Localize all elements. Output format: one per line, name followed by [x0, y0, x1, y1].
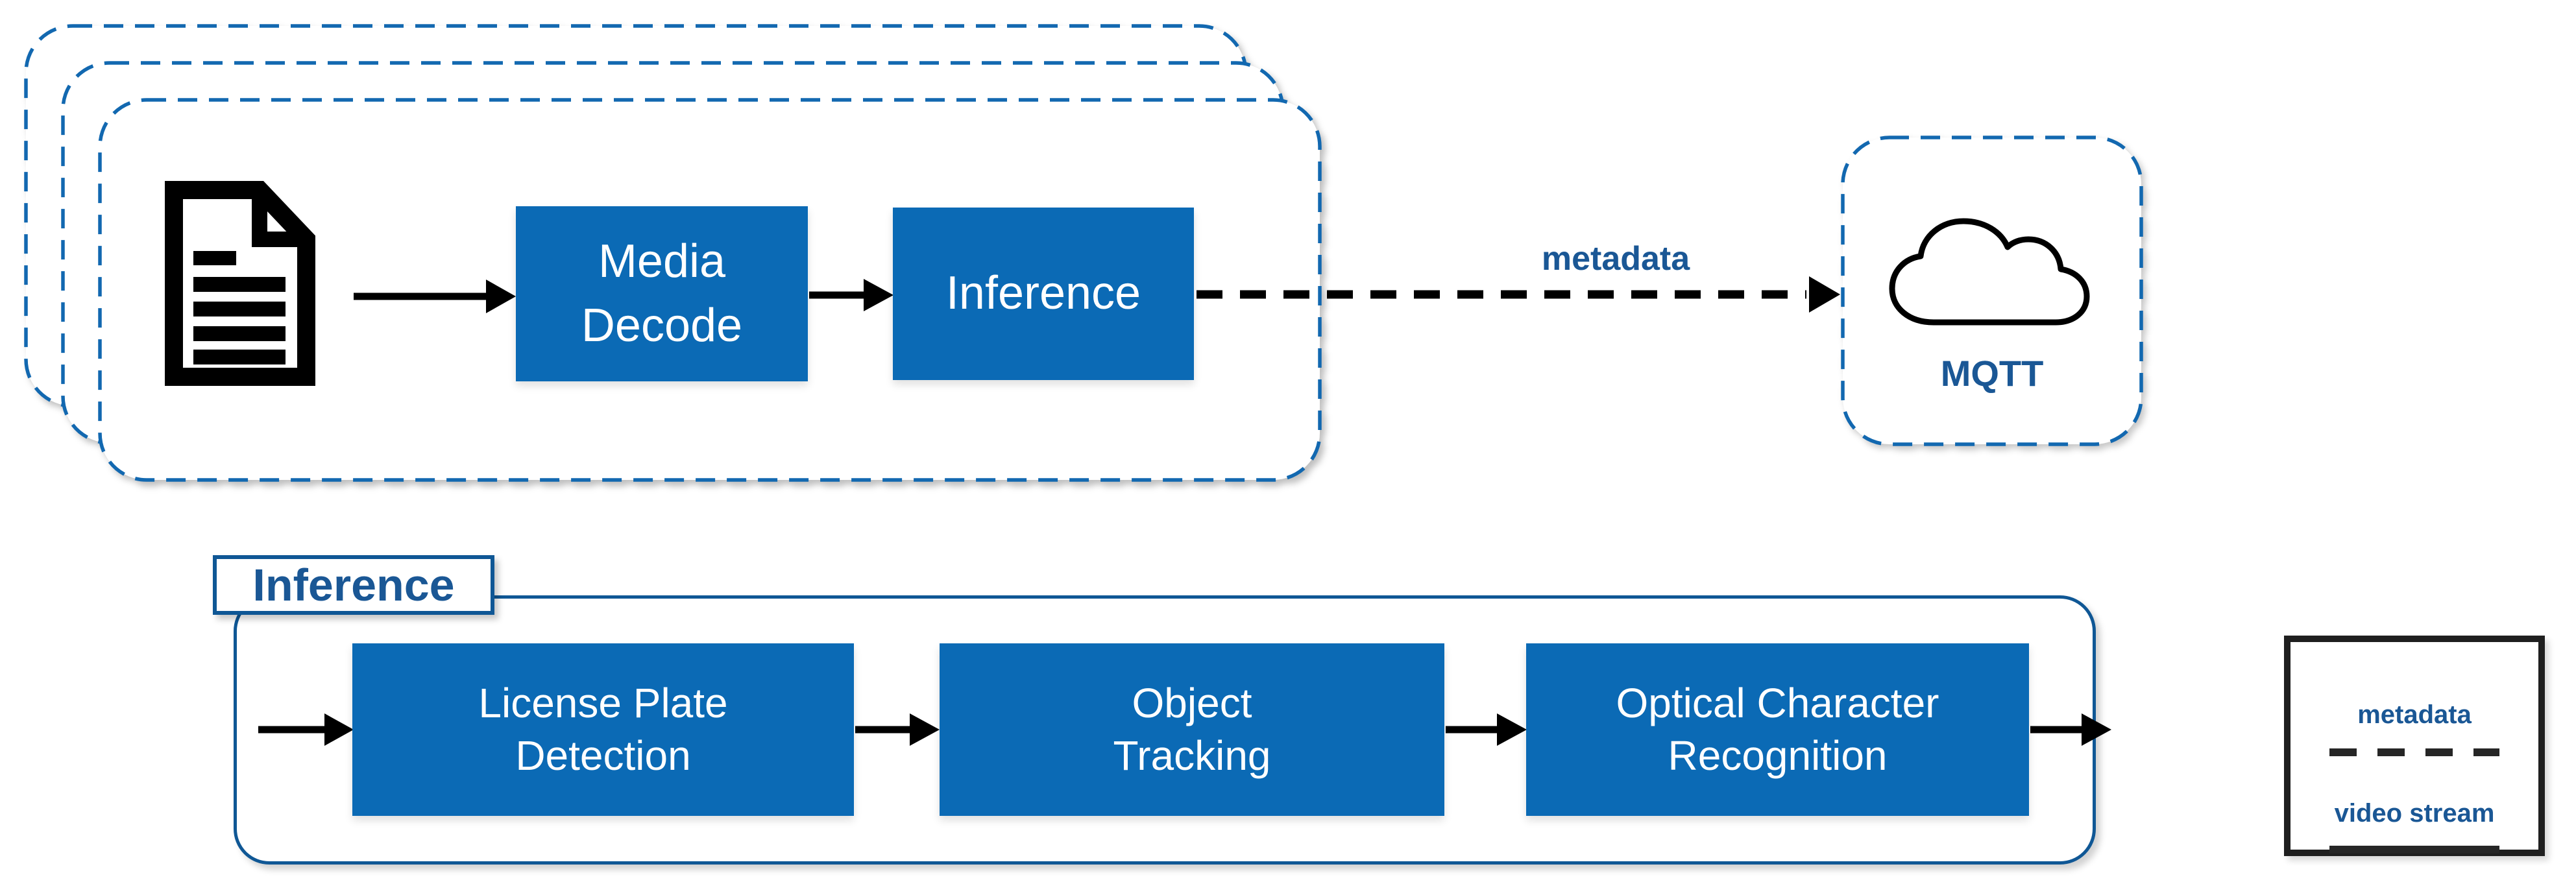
inference-box-label: Inference — [945, 267, 1141, 320]
source-to-decode-arrow — [354, 280, 516, 313]
document-icon — [165, 181, 315, 386]
stage1-label-line1: License Plate — [478, 679, 728, 726]
legend-video-stream-solid-line — [2329, 846, 2499, 853]
media-decode-label-line2: Decode — [581, 300, 743, 352]
legend-metadata-label: metadata — [2357, 700, 2472, 729]
legend-box: metadata video stream — [2284, 636, 2545, 856]
object-tracking-box: Object Tracking — [940, 643, 1444, 816]
stage3-label-line1: Optical Character — [1616, 679, 1939, 726]
detail-input-arrow — [258, 713, 354, 746]
inference-box: Inference — [893, 208, 1194, 380]
cloud-icon — [1889, 218, 2090, 326]
stage1-label-line2: Detection — [515, 732, 691, 779]
media-decode-label-line1: Media — [598, 235, 726, 287]
stage1-to-stage2-arrow — [855, 713, 940, 746]
legend-metadata-dashed-line — [2329, 748, 2499, 756]
inference-detail-title: Inference — [213, 555, 494, 615]
stage2-to-stage3-arrow — [1446, 713, 1527, 746]
license-plate-detection-box: License Plate Detection — [352, 643, 854, 816]
metadata-caption: metadata — [1541, 240, 1690, 278]
legend-video-stream-label: video stream — [2334, 798, 2495, 828]
detail-output-arrow — [2030, 713, 2111, 746]
mqtt-caption: MQTT — [1940, 352, 2044, 394]
stage3-label-line2: Recognition — [1668, 732, 1888, 779]
metadata-dashed-arrow — [1197, 276, 1840, 313]
optical-character-recognition-box: Optical Character Recognition — [1526, 643, 2029, 816]
media-decode-box: Media Decode — [516, 206, 808, 381]
stage2-label-line2: Tracking — [1113, 732, 1271, 779]
stage2-label-line1: Object — [1132, 679, 1252, 726]
decode-to-inference-arrow — [809, 279, 893, 311]
